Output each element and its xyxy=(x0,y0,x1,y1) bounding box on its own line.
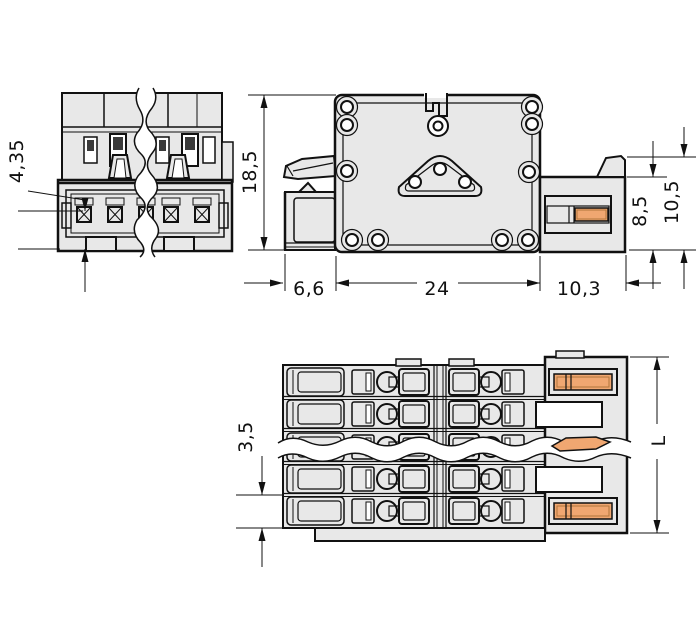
dimension-18-5 xyxy=(248,94,336,251)
dimension-label-plug-height-inner: 8,5 xyxy=(629,195,651,227)
dimension-8-5-10-5 xyxy=(627,127,696,289)
break-line-top-view xyxy=(277,436,632,463)
latch-bump xyxy=(595,154,626,178)
orange-contact xyxy=(553,502,613,520)
dimension-label-total-length: L xyxy=(648,435,670,447)
dimension-chain-bottom xyxy=(244,254,661,291)
top-view xyxy=(236,350,669,567)
dimension-label-front-contact-height: 4,35 xyxy=(6,138,28,184)
dimension-label-side-total-height: 18,5 xyxy=(239,149,261,195)
side-pin-section xyxy=(538,154,627,254)
side-view xyxy=(244,92,696,291)
dimension-label-pole-pitch: 3,5 xyxy=(235,421,257,453)
screw-holes xyxy=(335,95,544,252)
empty-slot xyxy=(535,466,603,493)
orange-contact xyxy=(553,373,613,391)
contact-openings xyxy=(74,197,212,223)
side-plug-frame xyxy=(283,181,336,251)
orange-contact-fragment xyxy=(550,436,612,452)
orange-contact xyxy=(574,207,609,222)
front-view xyxy=(18,87,234,292)
dimension-L xyxy=(630,356,669,534)
pole-row xyxy=(286,399,525,429)
pin-block-slots xyxy=(535,368,618,525)
pole-row xyxy=(286,464,525,494)
bottom-end-plate xyxy=(314,527,546,542)
pole-row xyxy=(286,367,525,397)
dimension-label-plug-height-outer: 10,5 xyxy=(661,179,683,225)
break-line-front xyxy=(133,87,160,258)
center-boss xyxy=(397,155,483,197)
pole-row xyxy=(286,496,525,526)
front-side-latch-strip xyxy=(221,141,234,183)
dimension-3-5 xyxy=(236,456,283,567)
dimension-label-side-flange-width: 24 xyxy=(424,278,450,300)
dimension-label-side-left-depth: 6,6 xyxy=(293,278,325,300)
dimension-4-35 xyxy=(18,190,89,292)
mounting-flange xyxy=(333,92,544,254)
dimension-label-side-plug-depth: 10,3 xyxy=(556,278,602,300)
empty-slot xyxy=(535,401,603,428)
